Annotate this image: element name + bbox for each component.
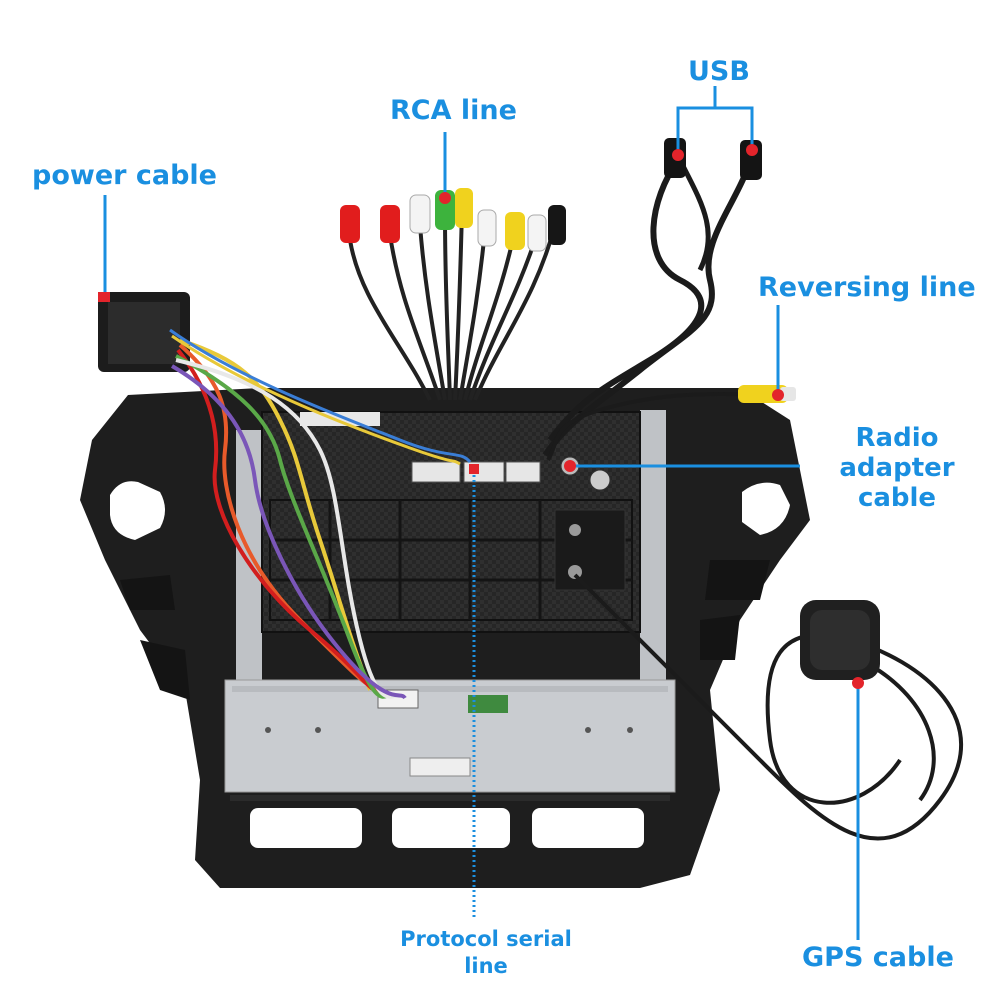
rca-cables <box>340 188 566 401</box>
vent-right <box>532 808 644 848</box>
marker-protocol <box>469 464 479 474</box>
pointer-usb-left <box>676 86 717 155</box>
frame-cutout-right <box>742 482 790 535</box>
label-protocol-line1: Protocol serial <box>400 927 572 951</box>
vent-left <box>250 808 362 848</box>
label-gps-cable: GPS cable <box>802 942 954 973</box>
rca-plug-white-3 <box>527 214 547 252</box>
rca-plug-red-1 <box>340 205 360 243</box>
label-rca-line: RCA line <box>390 95 517 126</box>
frame-cutout-left <box>110 481 165 540</box>
marker-power <box>98 292 110 302</box>
vent-center <box>392 808 510 848</box>
rca-plug-yellow-2 <box>505 212 525 250</box>
metal-plate <box>224 679 676 793</box>
label-usb: USB <box>688 56 750 87</box>
marker-usb-left <box>672 149 684 161</box>
pointer-lines <box>103 86 860 940</box>
metal-rail-right <box>640 410 666 680</box>
label-radio-adapter-cable: Radio adapter cable <box>802 423 992 513</box>
marker-radio <box>564 460 576 472</box>
plate-sticker <box>409 757 471 777</box>
gps-antenna <box>573 573 964 841</box>
rca-plug-yellow-1 <box>455 188 473 228</box>
marker-gps <box>852 677 864 689</box>
rca-plug-white-1 <box>409 194 431 234</box>
pcb-window <box>468 695 508 713</box>
connector-block-1 <box>411 461 461 483</box>
marker-usb-right <box>746 144 758 156</box>
marker-reversing <box>772 389 784 401</box>
connector-block-3 <box>505 461 541 483</box>
label-protocol-line2: line <box>464 954 508 978</box>
rca-plug-black <box>548 205 566 245</box>
label-reversing-line: Reversing line <box>758 272 976 303</box>
rca-plug-white-2 <box>477 209 497 247</box>
power-harness <box>98 292 472 700</box>
red-markers <box>98 144 864 689</box>
label-radio-line1: Radio <box>855 423 939 453</box>
rca-plug-red-2 <box>380 205 400 243</box>
pointer-usb-right <box>715 106 754 150</box>
serial-sticker <box>300 412 380 426</box>
head-unit-back <box>261 411 641 633</box>
marker-rca <box>439 192 451 204</box>
label-power-cable: power cable <box>32 160 217 191</box>
label-radio-line2: adapter cable <box>839 453 955 513</box>
label-protocol-serial-line: Protocol serial line <box>396 926 576 980</box>
